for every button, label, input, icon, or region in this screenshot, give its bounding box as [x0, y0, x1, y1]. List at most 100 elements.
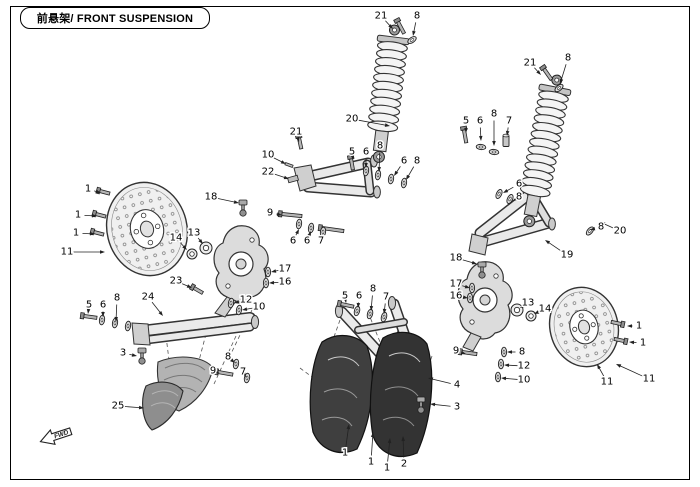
part-washer	[307, 222, 315, 234]
leader-arrowhead	[504, 363, 510, 367]
part-washer	[506, 194, 514, 204]
leader-line	[407, 166, 415, 178]
part-bolt	[459, 125, 469, 144]
callout-label-23: 23	[170, 276, 183, 287]
callout-label-1: 1	[85, 184, 91, 195]
part-washer	[295, 218, 303, 230]
fwd-direction-arrow: FWD	[39, 427, 73, 445]
title-box: 前悬架/ FRONT SUSPENSION	[20, 7, 210, 29]
leader-arrowhead	[479, 135, 483, 141]
fwd-arrow-shape	[39, 427, 73, 445]
callout-label-18: 18	[205, 192, 218, 203]
leader-arrowhead	[590, 226, 596, 231]
leader-arrowhead	[295, 136, 300, 142]
callout-label-3: 3	[454, 402, 460, 413]
part-washer	[585, 226, 595, 236]
leader-arrowhead	[343, 297, 348, 303]
callout-label-8: 8	[516, 192, 522, 203]
leader-arrowhead	[86, 308, 91, 314]
left-a-arm-guard	[142, 356, 214, 431]
leader-arrowhead	[276, 212, 282, 216]
leader-arrowhead	[394, 170, 399, 176]
part-plate	[287, 174, 299, 184]
callout-label-9: 9	[210, 366, 216, 377]
leader-arrowhead	[230, 358, 235, 363]
leader-arrowhead	[271, 269, 277, 273]
callout-label-8: 8	[377, 141, 383, 152]
right-brake-disc	[548, 286, 620, 368]
leader-arrowhead	[559, 78, 564, 84]
leader-arrowhead	[387, 438, 392, 444]
part-bolt	[457, 348, 478, 357]
callout-label-18: 18	[450, 253, 463, 264]
leader-arrowhead	[501, 376, 507, 381]
part-bj	[238, 199, 248, 217]
leader-arrowhead	[597, 364, 601, 370]
callout-label-1: 1	[73, 228, 79, 239]
leader-arrowhead	[600, 222, 606, 226]
leader-arrowhead	[91, 213, 97, 218]
leader-arrowhead	[138, 405, 144, 410]
callout-label-16: 16	[279, 277, 292, 288]
callout-label-5: 5	[342, 291, 348, 302]
callout-label-12: 12	[240, 295, 253, 306]
callout-label-14: 14	[539, 304, 552, 315]
leader-arrowhead	[350, 154, 355, 160]
part-bolt	[188, 283, 205, 295]
part-bj	[477, 261, 487, 279]
callout-label-5: 5	[349, 147, 355, 158]
leader-arrowhead	[370, 432, 375, 438]
part-washer	[98, 314, 106, 326]
leader-arrowhead	[428, 377, 434, 381]
leader-arrowhead	[401, 436, 405, 442]
callout-label-19: 19	[561, 250, 574, 261]
left-shock-absorber	[367, 24, 410, 163]
callout-label-9: 9	[267, 208, 273, 219]
callout-label-8: 8	[598, 222, 604, 233]
leader-line	[274, 173, 287, 179]
right-shock-absorber	[519, 74, 572, 228]
leader-arrowhead	[356, 302, 361, 308]
leader-arrowhead	[319, 235, 324, 241]
part-bush	[502, 133, 510, 147]
leader-arrowhead	[505, 130, 510, 136]
callout-label-17: 17	[279, 264, 292, 275]
leader-arrowhead	[629, 340, 635, 345]
left-lower-a-arm	[131, 312, 260, 346]
part-washer	[380, 311, 388, 323]
part-bolt	[79, 312, 98, 320]
leader-arrowhead	[513, 196, 519, 201]
part-washer	[554, 83, 564, 93]
callout-label-7: 7	[383, 292, 389, 303]
part-washer	[497, 358, 505, 370]
part-ring	[510, 303, 524, 317]
leader-arrowhead	[627, 324, 632, 328]
leader-line	[151, 301, 162, 314]
callout-label-8: 8	[565, 53, 571, 64]
callout-label-24: 24	[142, 292, 155, 303]
callout-label-10: 10	[518, 375, 531, 386]
callout-label-8: 8	[370, 284, 376, 295]
callout-label-1: 1	[640, 338, 646, 349]
callout-label-20: 20	[346, 114, 359, 125]
leader-arrowhead	[234, 300, 240, 304]
leader-arrowhead	[213, 369, 219, 374]
part-washer	[468, 282, 476, 294]
callout-label-14: 14	[170, 233, 183, 244]
callout-label-10: 10	[253, 302, 266, 313]
leader-arrowhead	[377, 166, 381, 172]
leader-arrowhead	[369, 305, 374, 311]
callout-label-11: 11	[61, 247, 74, 258]
callout-label-16: 16	[450, 291, 463, 302]
callout-label-2: 2	[401, 459, 407, 470]
left-upper-a-arm	[293, 154, 381, 199]
part-bolt	[277, 210, 303, 219]
leader-arrowhead	[382, 308, 387, 314]
leader-arrowhead	[241, 371, 246, 377]
callout-label-7: 7	[318, 236, 324, 247]
part-washer	[387, 173, 395, 185]
leader-line	[560, 64, 567, 82]
callout-label-13: 13	[522, 298, 535, 309]
callout-label-12: 12	[518, 361, 531, 372]
part-washer	[400, 177, 408, 189]
